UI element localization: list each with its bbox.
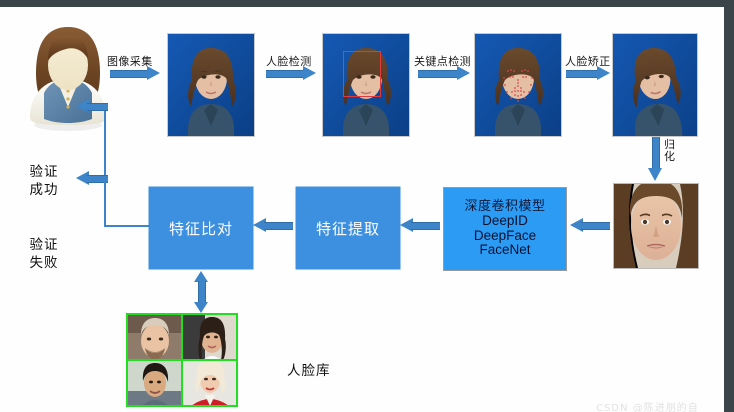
deep-model-net-facenet: FaceNet: [479, 242, 531, 258]
arrow-face-alignment: [566, 66, 610, 80]
step-label-face-detection: 人脸检测: [266, 55, 312, 68]
face-library-label: 人脸库: [287, 363, 331, 379]
verification-success-line-2: 成功: [29, 182, 59, 199]
deep-model-box: 深度卷积模型 DeepID DeepFace FaceNet: [443, 187, 567, 271]
verification-fail-line-2: 失败: [29, 255, 59, 272]
arrow-face-detection: [266, 66, 316, 80]
result-splitter-vertical-line: [104, 105, 106, 226]
verification-fail-line-1: 验证: [29, 237, 59, 253]
diagram-stage: 图像采集: [0, 7, 724, 412]
feature-extraction-box: 特征提取: [296, 187, 400, 269]
photo-face-detection-result: [322, 33, 410, 137]
arrow-verification-success: [76, 99, 108, 113]
result-splitter-join-line: [104, 225, 150, 227]
user-avatar-icon: [24, 21, 112, 133]
feature-comparison-label: 特征比对: [168, 219, 233, 238]
verification-success-label: 验证 成功: [16, 163, 72, 199]
arrow-model-to-feature-extract: [400, 218, 440, 232]
step-label-image-acquisition: 图像采集: [107, 55, 153, 68]
window-top-chrome-bar: [0, 0, 734, 7]
deep-model-net-deepface: DeepFace: [473, 227, 537, 243]
arrow-normalization: [648, 137, 662, 181]
library-face-2: [183, 315, 236, 359]
result-splitter-fail-line: [104, 177, 106, 227]
photo-captured-face: [167, 33, 255, 137]
library-face-3: [128, 361, 181, 405]
detection-bounding-box: [343, 51, 381, 97]
watermark-text: CSDN @陈进朋的自: [596, 403, 699, 412]
arrow-image-acquisition: [110, 66, 160, 80]
face-library-grid: [126, 313, 238, 407]
deep-model-net-deepid: DeepID: [482, 213, 528, 229]
arrow-compare-to-library: [194, 271, 208, 313]
arrow-verification-fail: [76, 171, 108, 185]
verification-fail-label: 验证 失败: [16, 236, 72, 272]
verification-success-line-1: 验证: [29, 164, 59, 180]
deep-model-title: 深度卷积模型: [464, 199, 546, 215]
feature-extraction-label: 特征提取: [315, 219, 380, 238]
library-face-4: [183, 361, 236, 405]
step-label-landmark-detection: 关键点检测: [414, 55, 471, 68]
feature-comparison-box: 特征比对: [149, 187, 253, 269]
step-label-normalization: 归化: [664, 138, 676, 163]
photo-aligned-face: [612, 33, 698, 137]
arrow-landmark-detection: [418, 66, 470, 80]
step-label-face-alignment: 人脸矫正: [565, 55, 611, 68]
arrow-to-deep-model: [570, 218, 610, 232]
library-face-1: [128, 315, 181, 359]
window-right-chrome-bar: [724, 0, 734, 412]
photo-normalized-face: [613, 183, 699, 269]
photo-landmark-result: [474, 33, 562, 137]
arrow-extract-to-compare: [253, 218, 293, 232]
